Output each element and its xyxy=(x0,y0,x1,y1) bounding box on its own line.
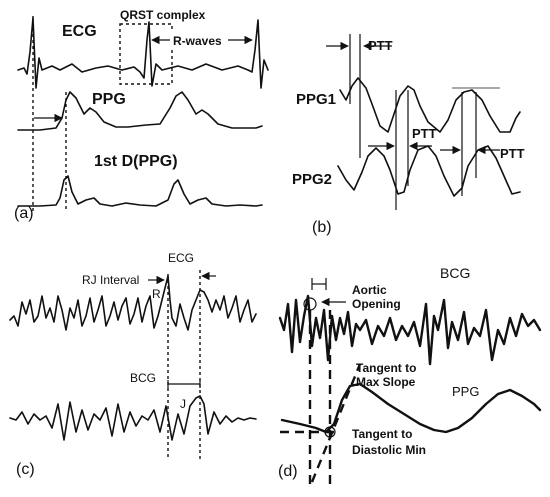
tangent-max-slope-line xyxy=(310,363,362,483)
ppg2-label: PPG2 xyxy=(292,171,332,188)
tangent-dia-label-2: Diastolic Min xyxy=(352,443,426,457)
qrst-label: QRST complex xyxy=(120,8,206,22)
panel-tag-b: (b) xyxy=(312,219,332,236)
ecg-waveform-c xyxy=(9,275,257,331)
aortic-label-1: Aortic xyxy=(352,283,387,297)
qrst-box xyxy=(119,23,173,85)
panel-b: PTT PPG1 PPG2 PTT PTT (b) xyxy=(292,34,525,236)
ppg1-waveform xyxy=(339,77,521,133)
ppg-foot-marker-d xyxy=(324,426,336,438)
ppg1-label: PPG1 xyxy=(296,91,336,108)
ecg-label-c: ECG xyxy=(168,251,194,265)
ecg-waveform-a xyxy=(17,17,269,89)
tangent-max-label-1: Tangent to xyxy=(356,361,416,375)
panel-tag-d: (d) xyxy=(278,463,298,480)
ppg-label-a: PPG xyxy=(92,91,126,108)
panel-tag-c: (c) xyxy=(16,461,35,478)
dppg-label-a: 1st D(PPG) xyxy=(94,153,178,170)
tangent-max-label-2: Max Slope xyxy=(356,375,416,389)
ppg2-waveform xyxy=(337,145,521,197)
rwaves-bg xyxy=(170,32,228,48)
bcg-waveform-d xyxy=(278,294,542,366)
rj-interval-label: RJ Interval xyxy=(82,273,139,287)
ppg-label-d: PPG xyxy=(452,384,479,399)
panel-c: ECG RJ Interval R BCG J (c) xyxy=(9,251,257,478)
r-peak-label: R xyxy=(152,287,161,301)
ppg-waveform-a xyxy=(17,91,263,131)
tangent-dia-label-1: Tangent to xyxy=(352,427,412,441)
ppg-waveform-d xyxy=(280,382,542,434)
ptt-right-label: PTT xyxy=(500,146,525,161)
ecg-label-a: ECG xyxy=(62,23,97,40)
bcg-waveform-c xyxy=(9,395,257,441)
bcg-label-d: BCG xyxy=(440,265,470,281)
panel-tag-a: (a) xyxy=(14,205,34,222)
ptt-mid-label: PTT xyxy=(412,126,437,141)
rwaves-label: R-waves xyxy=(173,34,222,48)
ptt-top-label: PTT xyxy=(368,38,393,53)
panel-d: Aortic Opening BCG Tangent to Max Slope … xyxy=(278,265,542,486)
dppg-waveform-a xyxy=(17,175,263,207)
panel-a: ECG QRST complex R-waves PPG 1st D(PPG) … xyxy=(14,8,269,222)
aortic-label-2: Opening xyxy=(352,297,401,311)
bcg-label-c: BCG xyxy=(130,371,156,385)
j-peak-label: J xyxy=(180,397,186,411)
